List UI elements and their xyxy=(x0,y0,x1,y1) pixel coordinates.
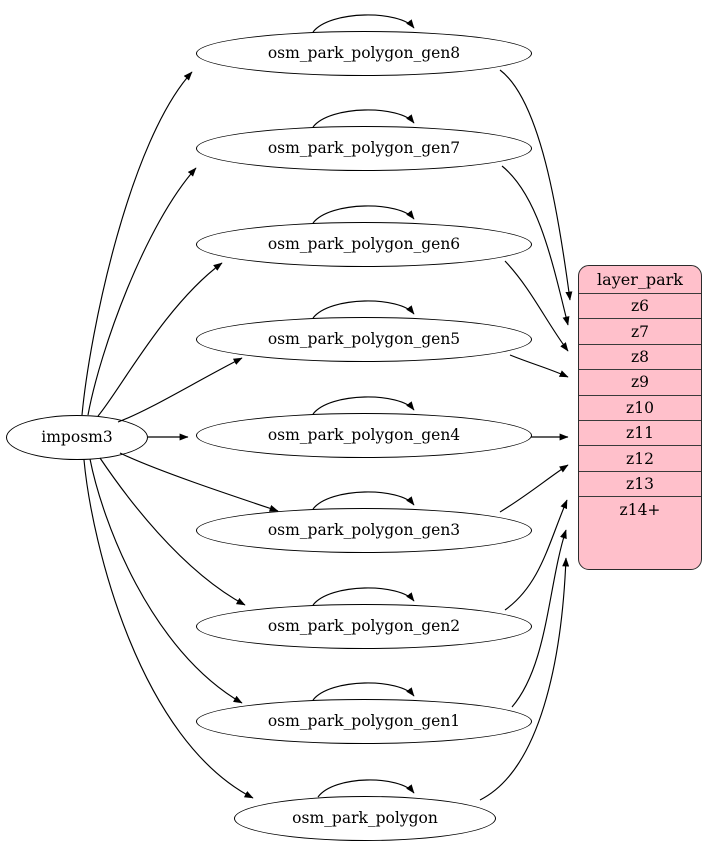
edge-imposm3-to-gen6 xyxy=(97,262,223,417)
layer-park-row-z8[interactable]: z8 xyxy=(579,345,701,371)
layer-park-row-z11[interactable]: z11 xyxy=(579,421,701,447)
node-osm-park-polygon-gen3[interactable]: osm_park_polygon_gen3 xyxy=(196,508,532,553)
node-osm-park-polygon-gen8[interactable]: osm_park_polygon_gen8 xyxy=(196,31,532,76)
self-loop-gen8 xyxy=(312,14,415,33)
node-osm-park-polygon-gen1[interactable]: osm_park_polygon_gen1 xyxy=(196,699,532,744)
node-osm-park-polygon-gen3-label: osm_park_polygon_gen3 xyxy=(267,520,461,539)
self-loop-gen2 xyxy=(312,587,415,606)
self-loop-gen5 xyxy=(312,300,415,319)
node-imposm3[interactable]: imposm3 xyxy=(6,415,148,460)
edge-imposm3-to-gen1 xyxy=(89,458,243,704)
node-osm-park-polygon[interactable]: osm_park_polygon xyxy=(234,796,496,841)
edge-imposm3-to-gen2 xyxy=(99,457,246,606)
node-osm-park-polygon-label: osm_park_polygon xyxy=(292,808,438,827)
node-osm-park-polygon-gen8-label: osm_park_polygon_gen8 xyxy=(267,43,461,62)
node-osm-park-polygon-gen4[interactable]: osm_park_polygon_gen4 xyxy=(196,413,532,458)
layer-park-row-z12[interactable]: z12 xyxy=(579,446,701,472)
node-osm-park-polygon-gen6[interactable]: osm_park_polygon_gen6 xyxy=(196,222,532,267)
layer-park-row-z8-label: z8 xyxy=(630,347,650,366)
node-osm-park-polygon-gen5-label: osm_park_polygon_gen5 xyxy=(267,329,461,348)
layer-park-row-z12-label: z12 xyxy=(626,449,654,468)
edge-osm-park-polygon-to-z14plus xyxy=(479,557,570,801)
edge-gen5-to-z9 xyxy=(509,354,569,378)
node-osm-park-polygon-gen5[interactable]: osm_park_polygon_gen5 xyxy=(196,317,532,362)
edge-imposm3-to-gen8 xyxy=(81,71,193,416)
self-loop-osm-park-polygon xyxy=(317,779,415,798)
layer-park-row-z7-label: z7 xyxy=(630,322,650,341)
node-osm-park-polygon-gen7-label: osm_park_polygon_gen7 xyxy=(267,138,461,157)
node-imposm3-label: imposm3 xyxy=(41,427,113,446)
layer-park-header-label: layer_park xyxy=(597,270,683,289)
edge-gen1-to-z13 xyxy=(511,529,567,708)
node-osm-park-polygon-gen4-label: osm_park_polygon_gen4 xyxy=(267,425,461,444)
layer-park-row-z7[interactable]: z7 xyxy=(579,319,701,345)
node-osm-park-polygon-gen2[interactable]: osm_park_polygon_gen2 xyxy=(196,604,532,649)
layer-park-row-z9-label: z9 xyxy=(630,373,650,392)
edge-gen6-to-z8 xyxy=(504,260,569,352)
edge-imposm3-to-gen7 xyxy=(87,167,197,416)
edge-imposm3-to-gen3 xyxy=(119,452,279,512)
node-osm-park-polygon-gen6-label: osm_park_polygon_gen6 xyxy=(267,234,461,253)
node-osm-park-polygon-gen2-label: osm_park_polygon_gen2 xyxy=(267,616,461,635)
edge-gen7-to-z7 xyxy=(501,165,570,326)
edge-gen8-to-z6 xyxy=(499,69,573,301)
layer-park-row-z10-label: z10 xyxy=(626,398,654,417)
layer-park-row-z6-label: z6 xyxy=(630,297,650,316)
edge-imposm3-to-osm-park-polygon xyxy=(83,459,254,799)
layer-park-row-z13[interactable]: z13 xyxy=(579,472,701,498)
edge-gen2-to-z12 xyxy=(504,499,568,611)
layer-park-row-z9[interactable]: z9 xyxy=(579,370,701,396)
self-loop-gen6 xyxy=(312,205,415,224)
layer-park-row-z14plus[interactable]: z14+ xyxy=(579,497,701,522)
layer-park-row-z13-label: z13 xyxy=(626,474,654,493)
self-loop-gen1 xyxy=(312,682,415,701)
edge-imposm3-to-gen5 xyxy=(117,357,243,423)
self-loop-gen7 xyxy=(312,109,415,128)
node-osm-park-polygon-gen7[interactable]: osm_park_polygon_gen7 xyxy=(196,126,532,171)
node-layer-park[interactable]: layer_park z6 z7 z8 z9 z10 z11 z12 z13 z… xyxy=(578,265,702,570)
self-loop-gen3 xyxy=(312,491,415,510)
layer-park-row-z6[interactable]: z6 xyxy=(579,294,701,320)
layer-park-row-z11-label: z11 xyxy=(626,424,654,443)
layer-park-row-z14plus-label: z14+ xyxy=(619,500,661,519)
node-osm-park-polygon-gen1-label: osm_park_polygon_gen1 xyxy=(267,711,461,730)
edge-gen3-to-z11 xyxy=(499,464,569,513)
layer-park-header: layer_park xyxy=(579,266,701,294)
layer-park-row-z10[interactable]: z10 xyxy=(579,396,701,421)
self-loop-gen4 xyxy=(312,396,415,415)
